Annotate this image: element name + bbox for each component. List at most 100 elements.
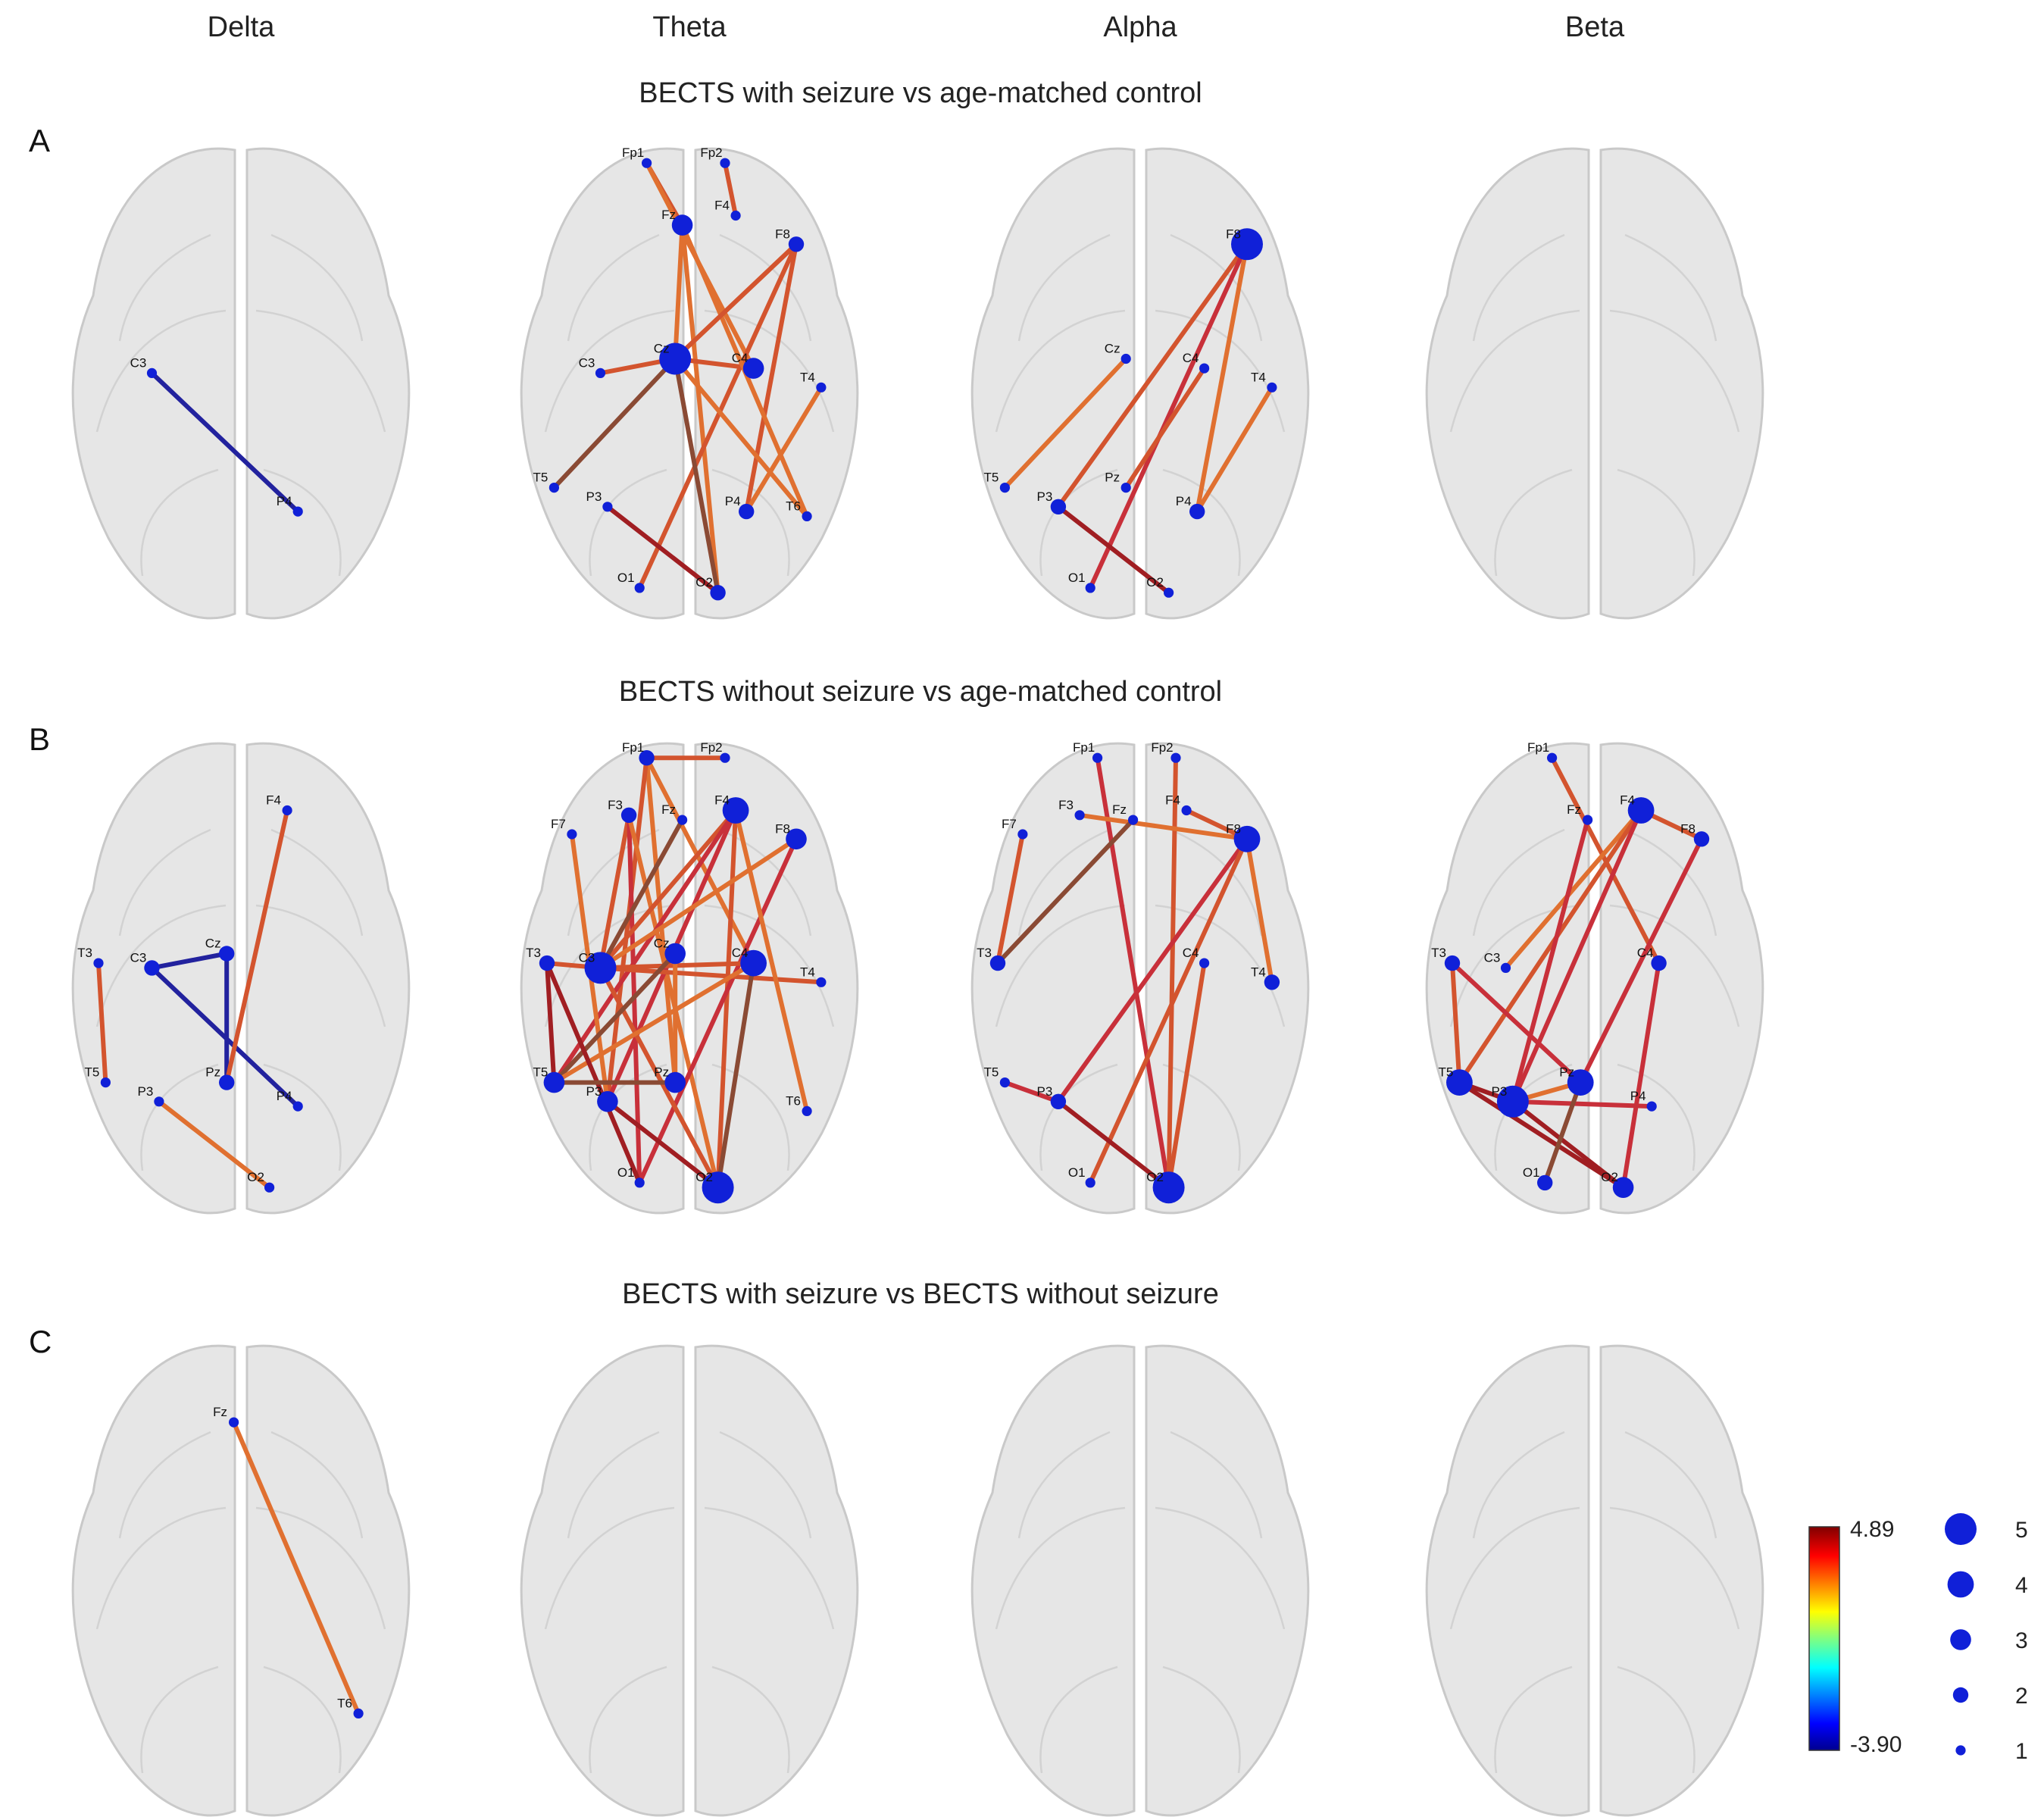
node-F7	[567, 829, 577, 840]
edge-F8-O1	[1088, 837, 1249, 1185]
node-label-Cz: Cz	[654, 342, 670, 356]
edge-P4-T4	[744, 385, 824, 514]
node-label-Pz: Pz	[1105, 471, 1120, 485]
edge-T3-O1	[545, 961, 642, 1185]
node-T4	[816, 382, 827, 392]
sulcus	[1449, 1506, 1580, 1630]
sulcus	[118, 828, 211, 937]
node-label-F8: F8	[775, 227, 790, 241]
node-label-C3: C3	[130, 355, 147, 370]
sulcus	[1609, 309, 1740, 433]
sulcus	[995, 904, 1126, 1027]
node-label-T4: T4	[800, 370, 815, 384]
edge-F4-T5	[1457, 808, 1644, 1085]
node-F8	[1693, 831, 1710, 847]
sulcus	[1472, 828, 1565, 937]
node-C3	[595, 367, 606, 378]
node-label-O1: O1	[617, 571, 635, 585]
node-label-O2: O2	[695, 575, 713, 590]
row-letter-b: B	[29, 721, 50, 757]
node-label-F4: F4	[714, 793, 730, 808]
node-label-Fz: Fz	[1112, 802, 1127, 817]
node-C3	[584, 952, 617, 984]
edge-T3-T5	[1450, 961, 1462, 1085]
node-F4	[1181, 805, 1192, 816]
node-label-T5: T5	[533, 471, 548, 485]
edge-C4-Pz	[1124, 366, 1207, 490]
node-label-F8: F8	[1226, 821, 1241, 836]
node-Pz	[219, 1074, 235, 1090]
node-O1	[1085, 583, 1095, 593]
row-letter-a: A	[29, 123, 50, 158]
sulcus	[995, 1506, 1126, 1630]
edge-F4-P3	[1510, 808, 1644, 1104]
sulcus	[1155, 309, 1286, 433]
node-Fp2	[720, 158, 730, 168]
edge-Cz-O2	[673, 356, 720, 596]
node-label-P4: P4	[1176, 494, 1192, 508]
node-label-Cz: Cz	[205, 937, 221, 951]
node-label-P3: P3	[586, 489, 602, 504]
node-label-C3: C3	[130, 950, 147, 965]
sulcus	[1624, 1431, 1717, 1539]
node-label-C4: C4	[1637, 946, 1654, 960]
right-hemisphere	[1599, 1344, 1764, 1817]
node-C4	[1199, 363, 1210, 374]
node-label-T3: T3	[977, 946, 992, 960]
sulcus	[263, 1063, 342, 1171]
edge-P3-O2	[1510, 1099, 1626, 1190]
node-label-T6: T6	[786, 1093, 801, 1108]
edge-T4-P4	[1195, 385, 1274, 514]
size-legend-dot	[1947, 1571, 1974, 1598]
sulcus	[1472, 233, 1565, 342]
edge-P3-O2	[605, 504, 720, 596]
sulcus	[270, 828, 364, 937]
size-legend-dot	[1950, 1629, 1971, 1650]
sulcus	[567, 233, 660, 342]
edge-F7-T3	[995, 832, 1025, 966]
node-label-P3: P3	[1037, 489, 1053, 504]
right-hemisphere	[1599, 742, 1764, 1215]
edge-F3-C3	[598, 812, 632, 971]
sulcus	[270, 1431, 364, 1539]
node-label-F3: F3	[1058, 798, 1074, 812]
sulcus	[255, 904, 386, 1027]
left-hemisphere	[1425, 147, 1590, 620]
node-label-O2: O2	[695, 1170, 713, 1184]
sulcus	[1017, 1431, 1111, 1539]
sulcus	[255, 1506, 386, 1630]
size-legend-label: 2	[2015, 1684, 2028, 1709]
sulcus	[140, 1665, 219, 1774]
node-label-F4: F4	[1165, 793, 1180, 808]
node-P3	[597, 1091, 618, 1112]
sulcus	[1017, 233, 1111, 342]
edge-C3-Cz	[149, 951, 230, 971]
edge-F8-C3	[598, 837, 799, 971]
edge-T5-P3	[1002, 1080, 1061, 1104]
node-F4	[1627, 797, 1655, 824]
node-F3	[1074, 810, 1085, 821]
size-legend-dot	[1945, 1513, 1977, 1545]
node-label-O2: O2	[1146, 1170, 1164, 1184]
node-label-Fp1: Fp1	[1073, 740, 1095, 755]
node-label-Fz: Fz	[661, 802, 676, 817]
node-Cz	[1120, 353, 1131, 364]
node-Fp1	[1547, 752, 1558, 763]
brain-panel-C-alpha	[970, 1344, 1310, 1817]
brain-panel-C-theta	[520, 1344, 859, 1817]
node-label-Fp2: Fp2	[700, 145, 722, 160]
node-label-P3: P3	[1037, 1084, 1053, 1099]
node-label-F4: F4	[1620, 793, 1635, 808]
node-label-F7: F7	[1002, 817, 1017, 831]
sulcus	[1617, 1665, 1696, 1774]
sulcus	[711, 1063, 790, 1171]
size-legend-label: 3	[2015, 1628, 2028, 1653]
node-label-F3: F3	[608, 798, 623, 812]
edge-F4-T6	[733, 808, 810, 1114]
edge-F8-P4	[744, 242, 799, 514]
sulcus	[544, 309, 675, 433]
